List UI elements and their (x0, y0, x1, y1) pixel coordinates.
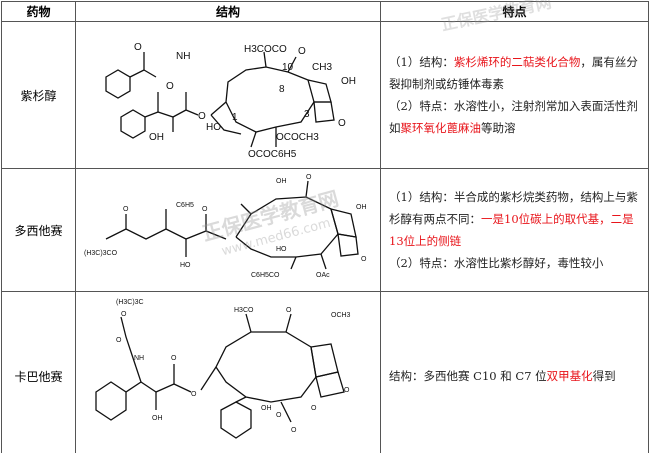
feature-text: ，属有丝分裂抑制剂或纺锤体毒素 (389, 55, 638, 91)
atom-label: O (116, 337, 122, 344)
cabazitaxel-structure: (H3C)3C O O NH O OH O H3CO O OCH3 OH O O… (95, 299, 351, 439)
feature-text: 得到 (592, 369, 616, 383)
atom-label: O (134, 42, 142, 53)
structure-cell: (H3C)3C O O NH O OH O H3CO O OCH3 OH O O… (75, 291, 381, 453)
atom-label: 10 (282, 62, 294, 73)
feature-text: （1）结构： (389, 55, 454, 69)
atom-label: HO (276, 246, 287, 253)
docetaxel-structure: (H3C)3CO C6H5 O HO O OH O OH HO C6H5CO O… (84, 174, 367, 279)
header-features: 特点 (380, 1, 649, 22)
atom-label: 8 (279, 84, 285, 95)
feature-text: 等助溶 (481, 121, 516, 135)
atom-label: O (191, 391, 197, 398)
drug-name: 紫杉醇 (1, 21, 76, 169)
atom-label: CH3 (312, 62, 332, 73)
atom-label: OH (276, 178, 287, 185)
atom-label: (H3C)3CO (84, 250, 118, 257)
atom-label: OCOCH3 (276, 132, 319, 143)
atom-label: OH (149, 132, 164, 143)
structure-cell: NH O O OH O H3COCO 10 O CH3 OH HO 1 8 3 … (75, 21, 381, 169)
table-row: 多西他赛 (H3C)3CO C6H5 O HO O OH O OH HO (1, 168, 649, 292)
feature-text: 结构：多西他赛 C10 和 C7 位 (389, 369, 547, 383)
features-cell: （1）结构：半合成的紫杉烷类药物，结构上与紫杉醇有两点不同：一是10位碳上的取代… (380, 168, 649, 292)
feature-highlight: 紫杉烯环的二萜类化合物 (453, 55, 581, 69)
atom-label: NH (176, 51, 190, 62)
atom-label: O (306, 174, 312, 181)
feature-highlight: 一是10位碳上的取代基，二是13位上的侧链 (389, 212, 634, 248)
header-row: 药物 结构 特点 (1, 1, 649, 22)
atom-label: OH (341, 76, 356, 87)
atom-label: O (171, 355, 177, 362)
atom-label: O (291, 427, 297, 434)
feature-highlight: 聚环氧化蓖麻油 (400, 121, 482, 135)
atom-label: H3CO (234, 307, 254, 314)
atom-label: H3COCO (244, 44, 287, 55)
atom-label: O (202, 206, 208, 213)
atom-label: O (338, 118, 346, 129)
atom-label: OH (152, 415, 163, 422)
drug-name: 卡巴他赛 (1, 291, 76, 453)
feature-highlight: 双甲基化 (546, 369, 593, 383)
atom-label: O (166, 81, 174, 92)
paclitaxel-structure: NH O O OH O H3COCO 10 O CH3 OH HO 1 8 3 … (105, 42, 356, 160)
drug-name: 多西他赛 (1, 168, 76, 292)
atom-label: C6H5 (176, 202, 194, 209)
atom-label: OH (261, 405, 272, 412)
table-row: 卡巴他赛 (H3C)3C O O NH O OH (1, 291, 649, 453)
atom-label: OCH3 (331, 312, 351, 319)
atom-label: (H3C)3C (116, 299, 144, 306)
atom-label: 1 (232, 112, 238, 123)
atom-label: O (276, 412, 282, 419)
atom-label: NH (134, 355, 144, 362)
atom-label: OH (356, 204, 367, 211)
features-cell: （1）结构：紫杉烯环的二萜类化合物，属有丝分裂抑制剂或纺锤体毒素 （2）特点：水… (380, 21, 649, 169)
feature-text: （2）特点：水溶性小，注射剂常加入表面活性剂如 (389, 99, 638, 135)
atom-label: OCOC6H5 (248, 149, 297, 160)
atom-label: O (286, 307, 292, 314)
header-drug: 药物 (1, 1, 76, 22)
atom-label: O (123, 206, 129, 213)
atom-label: O (121, 311, 127, 318)
atom-label: O (198, 111, 206, 122)
atom-label: O (298, 46, 306, 57)
atom-label: O (344, 387, 350, 394)
atom-label: HO (206, 122, 221, 133)
header-structure: 结构 (75, 1, 381, 22)
structure-cell: (H3C)3CO C6H5 O HO O OH O OH HO C6H5CO O… (75, 168, 381, 292)
atom-label: 3 (304, 109, 310, 120)
feature-text: （1）结构：半合成的紫杉烷类药物，结构上与紫杉醇有两点不同： (389, 190, 638, 226)
atom-label: HO (180, 262, 191, 269)
atom-label: C6H5CO (251, 272, 280, 279)
atom-label: O (311, 405, 317, 412)
features-cell: 结构：多西他赛 C10 和 C7 位双甲基化得到 (380, 291, 649, 453)
table-row: 紫杉醇 NH O O OH O (1, 21, 649, 169)
feature-text: （2）特点：水溶性比紫杉醇好，毒性较小 (389, 256, 604, 270)
atom-label: OAc (316, 272, 330, 279)
atom-label: O (361, 256, 367, 263)
